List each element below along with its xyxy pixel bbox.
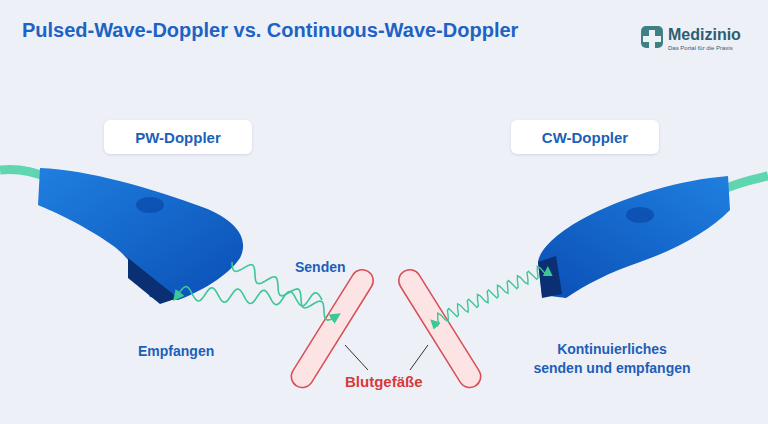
- ultrasound-waves: [176, 262, 548, 326]
- probe-cable: [722, 176, 768, 190]
- wave-line: [176, 287, 322, 307]
- logo-name: Medizinio: [668, 26, 741, 44]
- blood-vessel: [287, 266, 377, 392]
- leader-line: [410, 345, 428, 370]
- pw-probe: [38, 168, 243, 304]
- box-text: CW-Doppler: [542, 129, 628, 146]
- wave-line: [433, 267, 548, 327]
- logo-tagline: Das Portal für die Praxis: [668, 45, 733, 51]
- blood-vessel: [395, 266, 485, 392]
- probe-label-box: PW-Doppler: [104, 120, 252, 154]
- wave-label: Empfangen: [138, 343, 214, 359]
- diagram-title: Pulsed-Wave-Doppler vs. Continuous-Wave-…: [22, 19, 518, 42]
- probe-label-box: CW-Doppler: [511, 120, 659, 154]
- vessel-label: Blutgefäße: [345, 373, 423, 390]
- wave-label: Senden: [295, 259, 346, 275]
- box-text: PW-Doppler: [135, 129, 221, 146]
- cw-description: Kontinuierliches senden und empfangen: [532, 340, 692, 378]
- logo-icon: [641, 26, 663, 48]
- leader-line: [345, 345, 368, 370]
- cw-probe: [538, 176, 730, 298]
